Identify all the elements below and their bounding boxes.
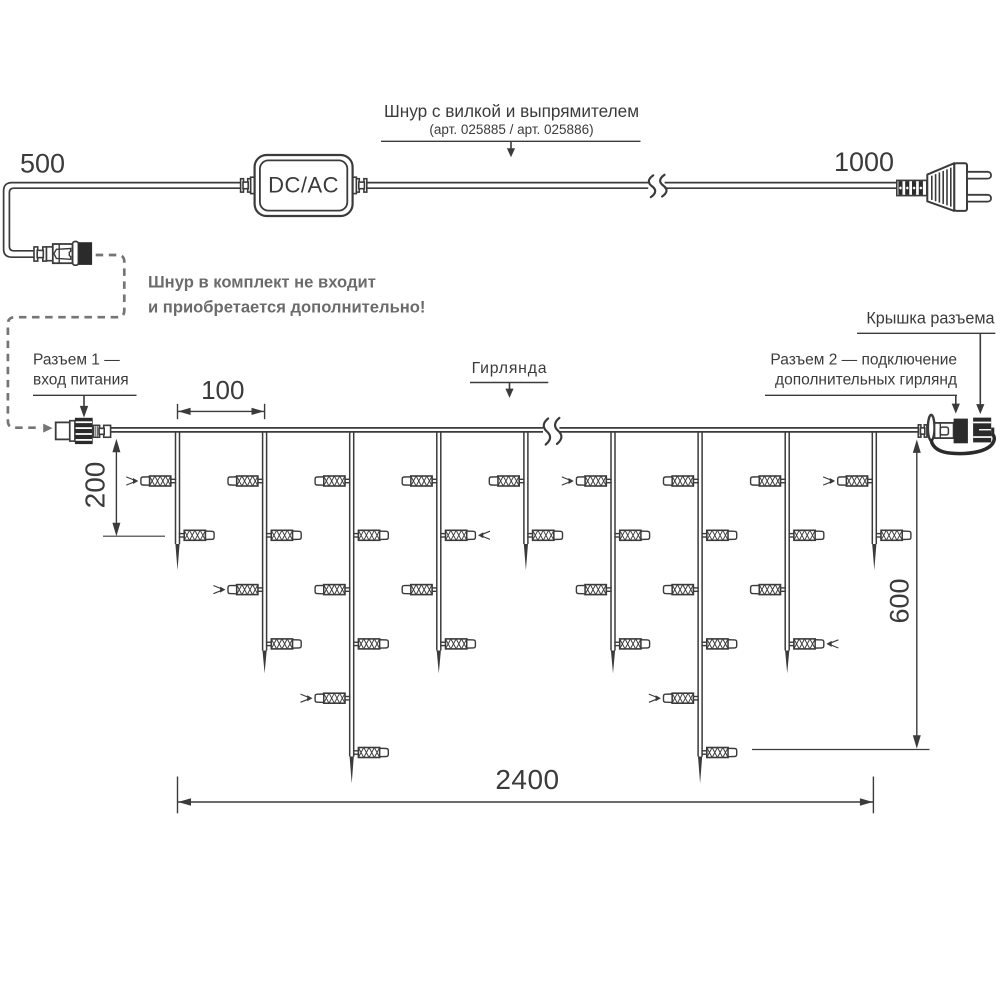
svg-text:Крышка разъема: Крышка разъема	[866, 309, 994, 327]
svg-text:Гирлянда: Гирлянда	[472, 360, 548, 377]
svg-text:и приобретается дополнительно!: и приобретается дополнительно!	[148, 298, 425, 317]
svg-text:Разъем 1 —: Разъем 1 —	[33, 352, 120, 369]
svg-text:Разъем 2 — подключение: Разъем 2 — подключение	[770, 352, 957, 369]
svg-text:Шнур с вилкой и выпрямителем: Шнур с вилкой и выпрямителем	[384, 101, 639, 121]
svg-text:2400: 2400	[495, 764, 559, 795]
svg-text:100: 100	[201, 375, 244, 405]
svg-text:500: 500	[20, 148, 65, 178]
svg-text:DC/AC: DC/AC	[268, 173, 339, 198]
svg-text:Шнур в комплект не входит: Шнур в комплект не входит	[148, 273, 376, 292]
svg-text:600: 600	[885, 578, 915, 623]
svg-text:1000: 1000	[834, 147, 894, 177]
svg-text:200: 200	[80, 462, 111, 509]
svg-text:вход питания: вход питания	[33, 372, 129, 389]
svg-text:дополнительных гирлянд: дополнительных гирлянд	[775, 372, 957, 389]
svg-text:(арт. 025885 / арт. 025886): (арт. 025885 / арт. 025886)	[429, 122, 593, 137]
